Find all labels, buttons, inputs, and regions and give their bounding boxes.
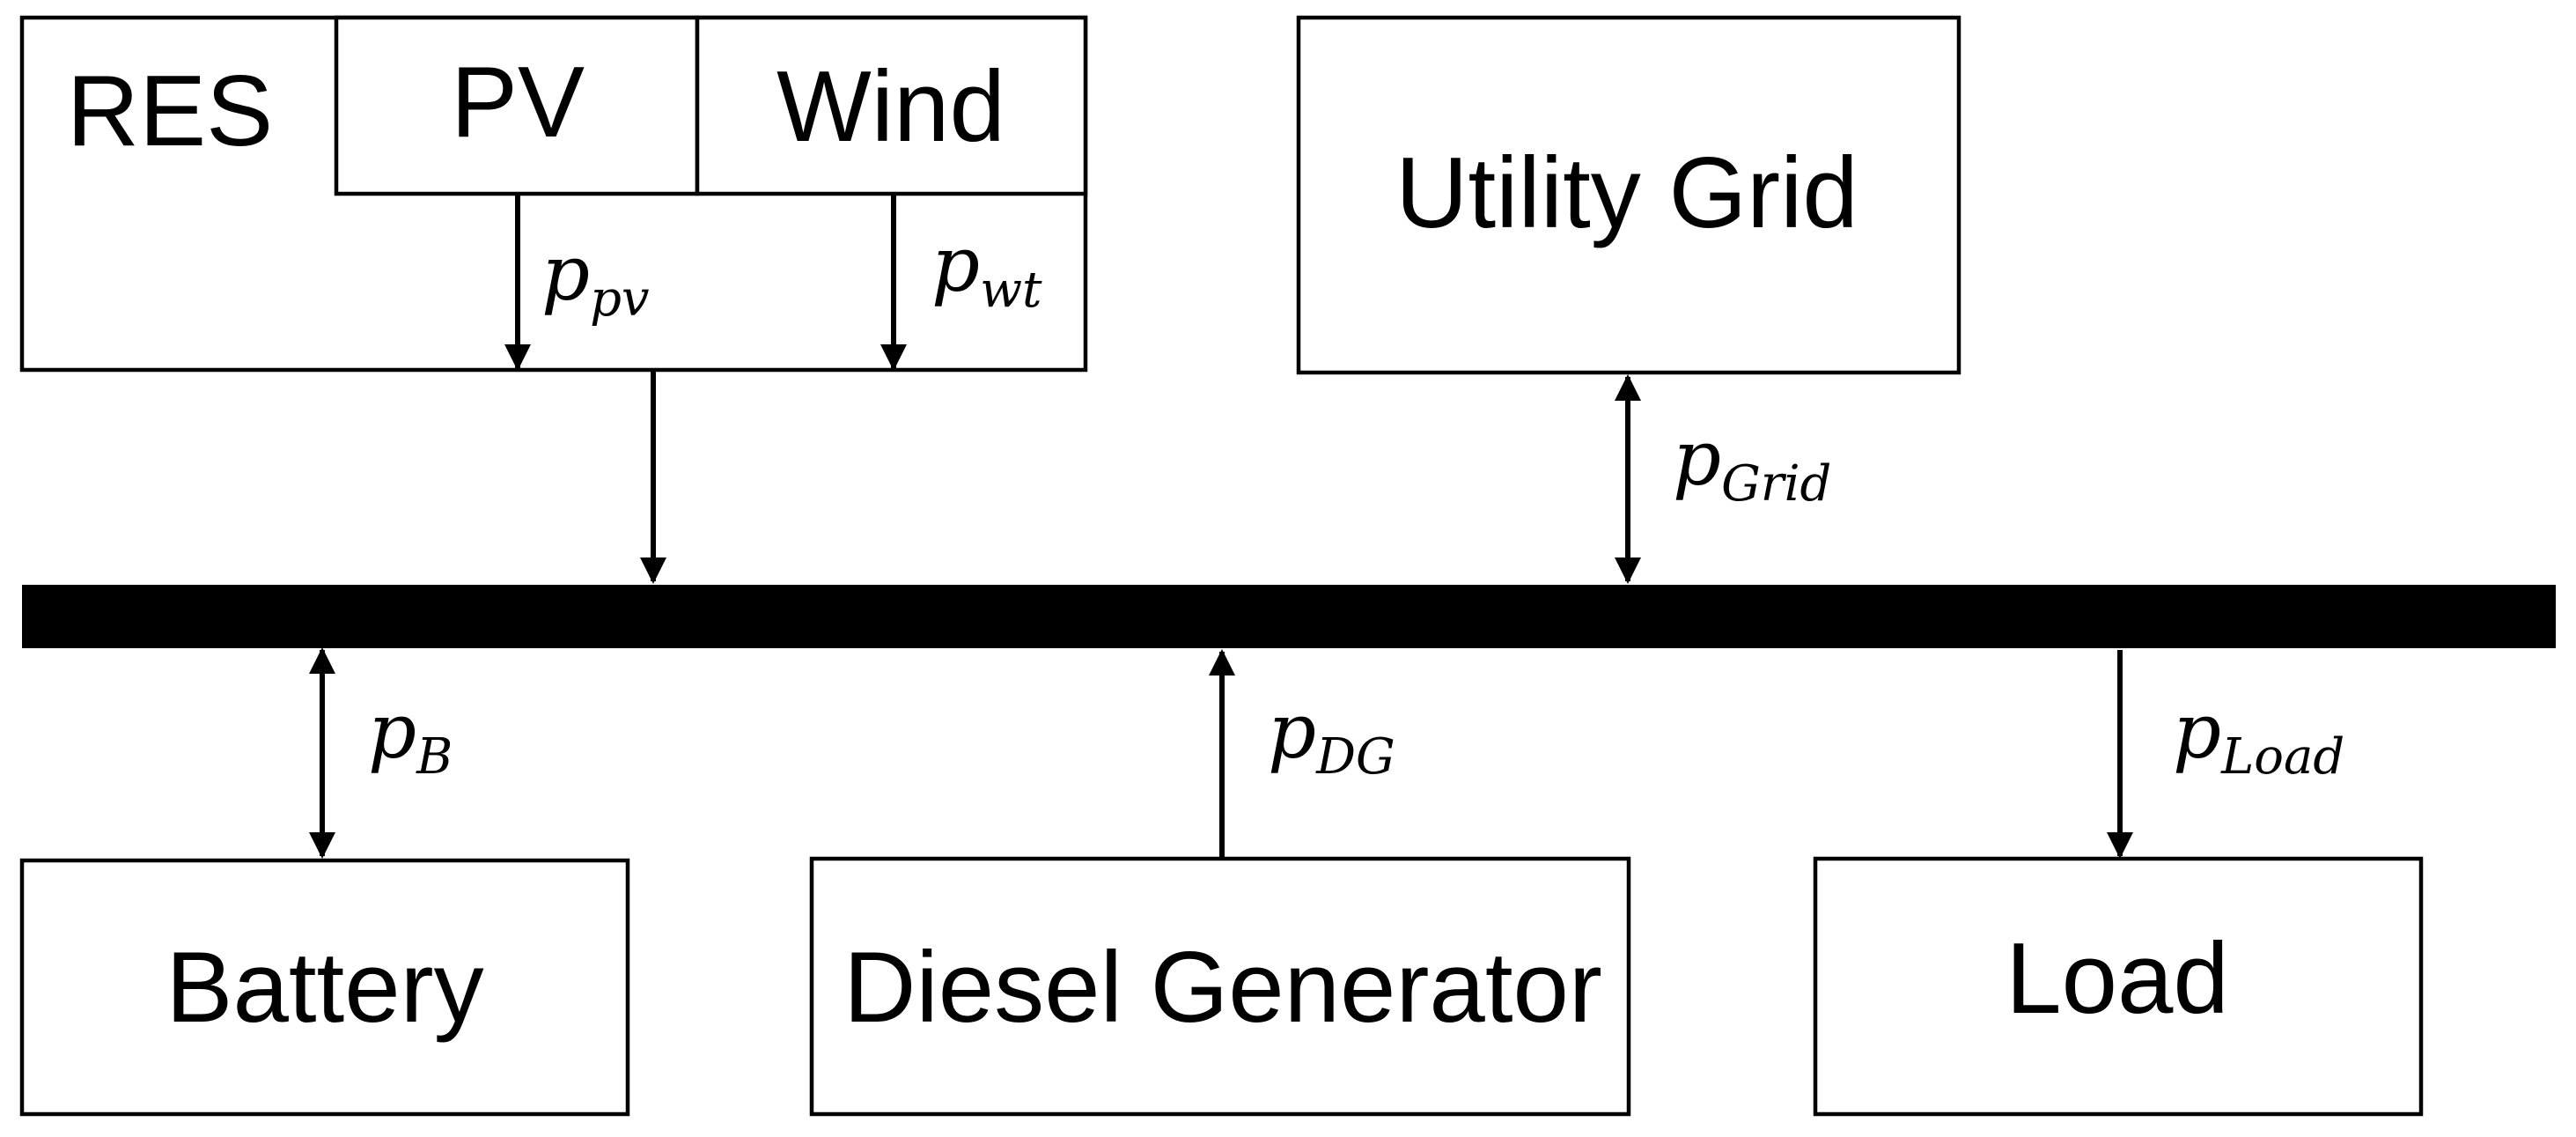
utility-grid-block: [1296, 15, 1961, 375]
diesel-flow-label: pDG: [1268, 688, 1395, 786]
utility-grid-label: Utility Grid: [1395, 137, 1858, 249]
battery-flow-label: pB: [368, 688, 453, 786]
grid-flow-label: pGrid: [1673, 415, 1831, 513]
load-block: [1813, 856, 2424, 1117]
load-label: Load: [2006, 923, 2229, 1035]
bus-bar: [22, 585, 2556, 648]
diesel-generator-label: Diesel Generator: [843, 932, 1602, 1044]
diesel-generator-block: [809, 856, 1631, 1117]
load-flow-label: pLoad: [2173, 688, 2344, 786]
wind-block: [695, 15, 1088, 196]
wind-label: Wind: [776, 51, 1005, 163]
wind-flow-label: pwt: [931, 221, 1042, 319]
battery-block: [19, 858, 630, 1117]
pv-block: [334, 15, 700, 196]
battery-label: Battery: [166, 932, 483, 1044]
pv-label: PV: [451, 47, 585, 159]
res-label: RES: [67, 55, 273, 167]
pv-flow-label: ppv: [541, 230, 650, 328]
